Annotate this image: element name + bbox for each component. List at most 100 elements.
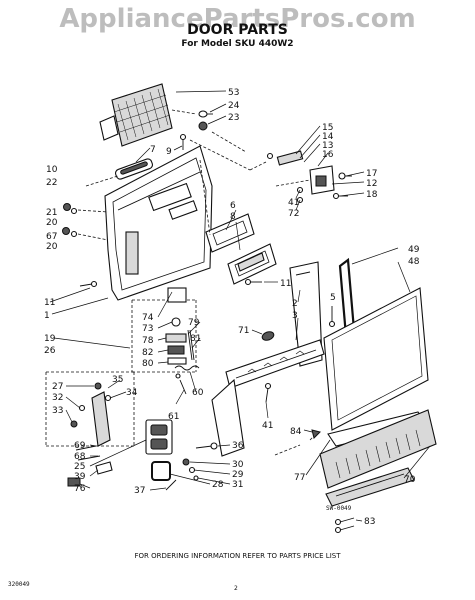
callout-80: 80 bbox=[142, 359, 154, 369]
leader-lines bbox=[45, 109, 319, 456]
callout-leaders bbox=[49, 90, 431, 522]
callout-11-right: 11 bbox=[280, 279, 291, 289]
callout-48: 48 bbox=[408, 257, 420, 267]
screw-11-right[interactable] bbox=[244, 278, 263, 286]
callout-19: 19 bbox=[44, 334, 56, 344]
callout-8: 8 bbox=[230, 212, 236, 222]
callout-69: 69 bbox=[74, 441, 86, 451]
callout-31: 31 bbox=[232, 480, 243, 490]
callout-28: 28 bbox=[212, 480, 224, 490]
callout-11-left: 11 bbox=[44, 298, 55, 308]
kick-panel[interactable] bbox=[319, 409, 437, 489]
callout-84: 84 bbox=[290, 427, 302, 437]
callout-25: 25 bbox=[74, 462, 85, 472]
callout-68: 68 bbox=[74, 452, 86, 462]
door-frame[interactable] bbox=[211, 261, 325, 457]
callout-20-a: 20 bbox=[46, 218, 58, 228]
callout-26: 26 bbox=[44, 346, 56, 356]
callout-83: 83 bbox=[364, 517, 375, 527]
callout-81: 81 bbox=[190, 334, 201, 344]
callout-67: 67 bbox=[46, 232, 57, 242]
outer-door-panel[interactable] bbox=[323, 287, 429, 431]
callout-12: 12 bbox=[366, 179, 377, 189]
handle-rail-6[interactable] bbox=[205, 213, 255, 253]
callout-41-top: 41 bbox=[288, 198, 299, 208]
gasket[interactable] bbox=[151, 461, 171, 481]
callout-2: 2 bbox=[292, 299, 298, 309]
dispenser-parts[interactable] bbox=[67, 419, 173, 487]
clip-71[interactable] bbox=[261, 330, 275, 342]
callout-37: 37 bbox=[134, 486, 145, 496]
callout-74: 74 bbox=[142, 313, 154, 323]
callout-17: 17 bbox=[366, 169, 377, 179]
callout-36: 36 bbox=[232, 441, 244, 451]
callout-7: 7 bbox=[150, 145, 156, 155]
callout-71: 71 bbox=[238, 326, 249, 336]
screw-5[interactable] bbox=[328, 306, 336, 328]
callout-29: 29 bbox=[232, 470, 244, 480]
callout-76: 76 bbox=[74, 484, 86, 494]
screw-41[interactable] bbox=[264, 382, 272, 403]
callout-20-b: 20 bbox=[46, 242, 58, 252]
left-fasteners[interactable] bbox=[62, 203, 78, 238]
callout-41-bottom: 41 bbox=[262, 421, 273, 431]
callout-24: 24 bbox=[228, 101, 240, 111]
vent-grille[interactable] bbox=[99, 83, 173, 147]
spring[interactable] bbox=[174, 365, 200, 395]
hinge-cam-parts[interactable] bbox=[165, 287, 195, 365]
page-number: 2 bbox=[234, 585, 238, 592]
screw-9[interactable] bbox=[179, 133, 187, 151]
callout-15: 15 bbox=[322, 123, 333, 133]
callout-21: 21 bbox=[46, 208, 57, 218]
callout-labels: 53 24 23 15 14 13 16 17 12 18 41 72 7 9 … bbox=[44, 88, 420, 527]
document-code: 320049 bbox=[8, 581, 30, 588]
handle[interactable] bbox=[114, 158, 153, 180]
lower-grille[interactable] bbox=[325, 467, 415, 534]
callout-32: 32 bbox=[52, 393, 63, 403]
callout-39: 39 bbox=[74, 472, 86, 482]
callout-82: 82 bbox=[142, 348, 153, 358]
callout-73: 73 bbox=[142, 324, 153, 334]
screw-84[interactable] bbox=[311, 429, 321, 439]
hinge-assembly[interactable] bbox=[70, 382, 112, 447]
callout-77: 77 bbox=[294, 473, 305, 483]
callout-5: 5 bbox=[330, 293, 336, 303]
callout-60: 60 bbox=[192, 388, 204, 398]
callout-34: 34 bbox=[126, 388, 138, 398]
callout-18: 18 bbox=[366, 190, 378, 200]
callout-1: 1 bbox=[44, 311, 50, 321]
callout-30: 30 bbox=[232, 460, 244, 470]
callout-9: 9 bbox=[166, 147, 172, 157]
page-subtitle: For Model SKU 440W2 bbox=[181, 39, 294, 49]
small-parts[interactable] bbox=[165, 442, 218, 491]
callout-16: 16 bbox=[322, 150, 334, 160]
callout-3: 3 bbox=[292, 311, 298, 321]
callout-23: 23 bbox=[228, 113, 239, 123]
callout-6: 6 bbox=[230, 201, 236, 211]
diagram-code: SW-0049 bbox=[326, 505, 352, 512]
screw-11-left[interactable] bbox=[79, 280, 98, 288]
callout-61: 61 bbox=[168, 412, 179, 422]
callout-49: 49 bbox=[408, 245, 420, 255]
screw-24[interactable] bbox=[198, 110, 213, 118]
callout-78: 78 bbox=[142, 336, 154, 346]
handle-rail-8[interactable] bbox=[227, 243, 277, 285]
callout-35: 35 bbox=[112, 375, 123, 385]
screw-23[interactable] bbox=[198, 121, 208, 131]
callout-53: 53 bbox=[228, 88, 239, 98]
inner-door-panel[interactable] bbox=[104, 145, 213, 301]
callout-33: 33 bbox=[52, 406, 63, 416]
callout-10: 10 bbox=[46, 165, 58, 175]
callout-14: 14 bbox=[322, 132, 334, 142]
callout-22: 22 bbox=[46, 178, 57, 188]
callout-27: 27 bbox=[52, 382, 63, 392]
ordering-note: FOR ORDERING INFORMATION REFER TO PARTS … bbox=[134, 552, 341, 560]
latch-assembly[interactable] bbox=[266, 150, 353, 204]
callout-13: 13 bbox=[322, 141, 333, 151]
callout-72: 72 bbox=[288, 209, 299, 219]
callout-70: 70 bbox=[404, 475, 416, 485]
callout-79: 79 bbox=[188, 318, 200, 328]
page-title: DOOR PARTS bbox=[187, 22, 288, 38]
